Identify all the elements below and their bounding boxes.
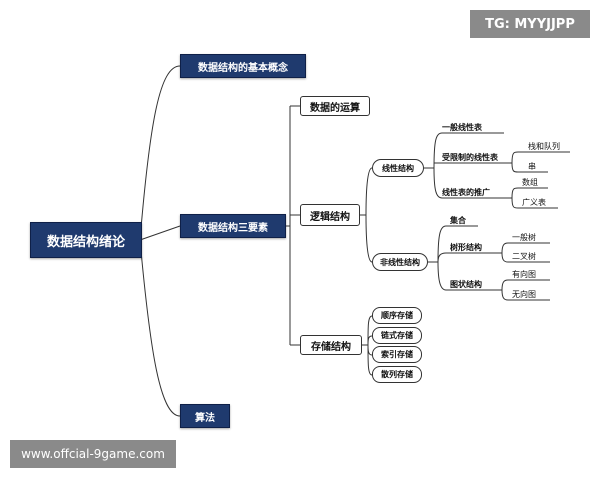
hash-storage-node: 散列存储 <box>372 366 422 383</box>
binary-tree-label: 二叉树 <box>512 251 536 261</box>
root-node: 数据结构绪论 <box>30 222 142 258</box>
general-tree-label: 一般树 <box>512 232 536 242</box>
data-operation-node: 数据的运算 <box>300 96 370 116</box>
undirected-graph-label: 无向图 <box>512 289 536 299</box>
graph-structure-label: 图状结构 <box>450 279 482 289</box>
storage-structure-node: 存储结构 <box>300 335 362 355</box>
array-label: 数组 <box>522 177 538 187</box>
stack-queue-label: 栈和队列 <box>528 141 560 151</box>
restricted-linear-list-label: 受限制的线性表 <box>442 152 498 162</box>
bottom-watermark-banner: www.offcial-9game.com <box>10 440 176 468</box>
indexed-storage-node: 索引存储 <box>372 346 422 363</box>
tree-structure-label: 树形结构 <box>450 242 482 252</box>
logical-structure-node: 逻辑结构 <box>300 204 360 226</box>
algorithm-node: 算法 <box>180 404 230 428</box>
set-label: 集合 <box>450 215 466 225</box>
top-watermark-banner: TG: MYYJJPP <box>470 10 590 38</box>
linked-storage-node: 链式存储 <box>372 327 422 344</box>
nonlinear-structure-node: 非线性结构 <box>372 253 428 271</box>
directed-graph-label: 有向图 <box>512 269 536 279</box>
general-linear-list-label: 一般线性表 <box>442 122 482 132</box>
linear-list-extension-label: 线性表的推广 <box>442 187 490 197</box>
string-label: 串 <box>528 161 536 171</box>
three-elements-node: 数据结构三要素 <box>180 214 286 238</box>
generalized-list-label: 广义表 <box>522 197 546 207</box>
basic-concept-node: 数据结构的基本概念 <box>180 54 306 78</box>
sequential-storage-node: 顺序存储 <box>372 307 422 324</box>
linear-structure-node: 线性结构 <box>372 159 424 177</box>
